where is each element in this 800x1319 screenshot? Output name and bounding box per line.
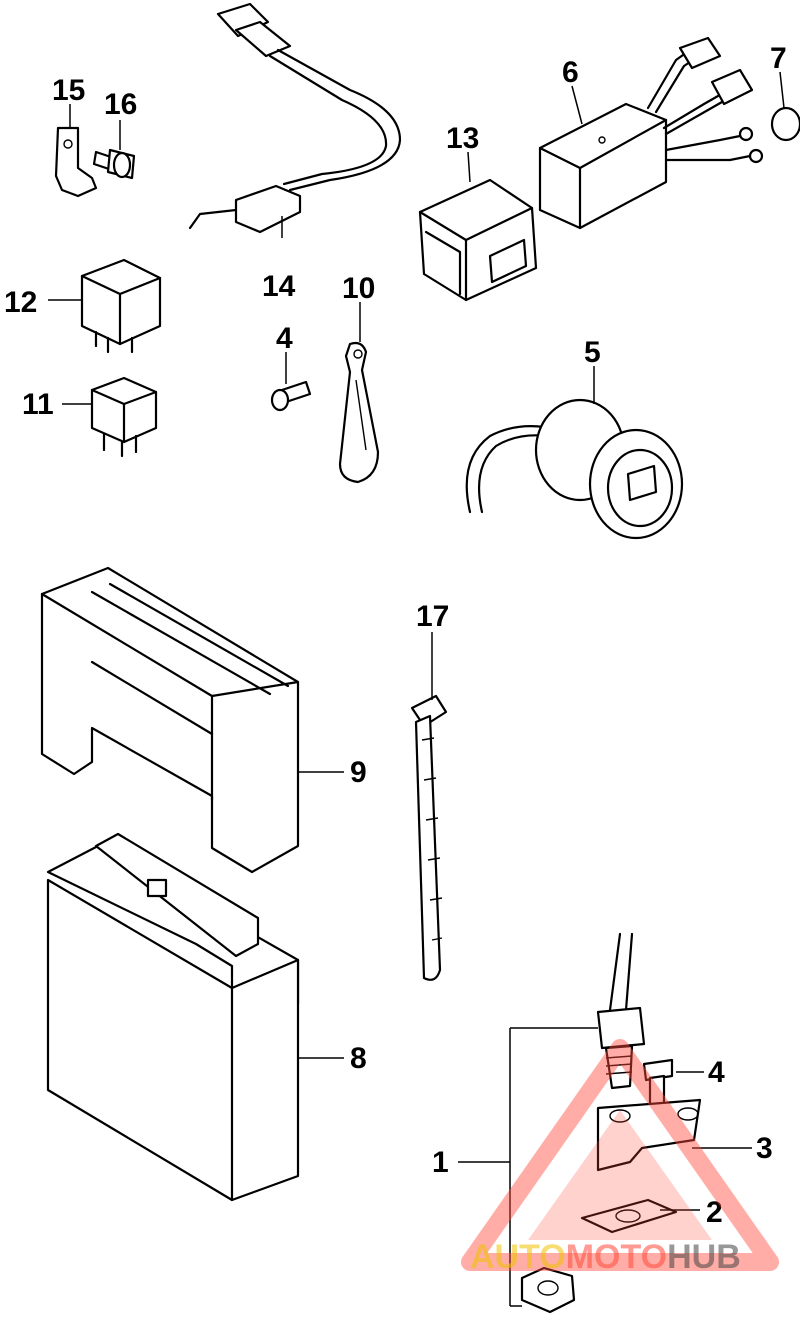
callout-labels: 1 2 3 4 4 5 6 7 8 9 10 11 12 13 14 15 16… bbox=[4, 42, 787, 1229]
part-17-cable-tie bbox=[410, 694, 448, 981]
part-4-bolt-upper bbox=[270, 380, 312, 412]
leader-lines bbox=[48, 71, 785, 1307]
part-13-relay-box bbox=[418, 178, 538, 302]
part-14-harness bbox=[188, 2, 402, 234]
callout-10: 10 bbox=[342, 272, 375, 305]
part-11-small-relay bbox=[90, 376, 158, 458]
watermark-logo: AUTOMOTOHUB bbox=[461, 1039, 779, 1276]
part-5-ignition-switch bbox=[465, 398, 684, 540]
part-8-ecu bbox=[46, 832, 300, 1202]
part-2-washer-plate bbox=[580, 1198, 678, 1234]
part-15-bracket bbox=[54, 126, 98, 198]
callout-5: 5 bbox=[584, 336, 601, 369]
part-12-relay bbox=[80, 258, 162, 354]
callout-9: 9 bbox=[350, 756, 367, 789]
part-1-nut bbox=[520, 1266, 576, 1314]
callout-17: 17 bbox=[416, 600, 449, 633]
callout-4-upper: 4 bbox=[276, 322, 293, 355]
callout-15: 15 bbox=[52, 74, 85, 107]
part-7-cap bbox=[770, 106, 800, 142]
callout-7: 7 bbox=[770, 42, 787, 75]
part-10-strap bbox=[338, 341, 380, 484]
callout-11: 11 bbox=[22, 388, 54, 421]
callout-16: 16 bbox=[104, 88, 137, 121]
callout-6: 6 bbox=[562, 56, 579, 89]
callout-2: 2 bbox=[706, 1196, 723, 1229]
part-16-screw bbox=[92, 148, 136, 180]
part-3-plate bbox=[596, 1098, 702, 1172]
part-9-ecu-cover bbox=[40, 566, 300, 874]
callout-13: 13 bbox=[446, 122, 479, 155]
callout-4-lower: 4 bbox=[708, 1056, 725, 1089]
part-1-sensor-assembly bbox=[596, 932, 646, 1090]
callout-12: 12 bbox=[4, 286, 37, 319]
watermark-text: AUTOMOTOHUB bbox=[470, 1238, 741, 1276]
part-6-control-unit bbox=[538, 36, 764, 230]
callout-14: 14 bbox=[262, 270, 296, 303]
callout-8: 8 bbox=[350, 1042, 367, 1075]
callout-3: 3 bbox=[756, 1132, 773, 1165]
callout-1: 1 bbox=[432, 1146, 449, 1179]
